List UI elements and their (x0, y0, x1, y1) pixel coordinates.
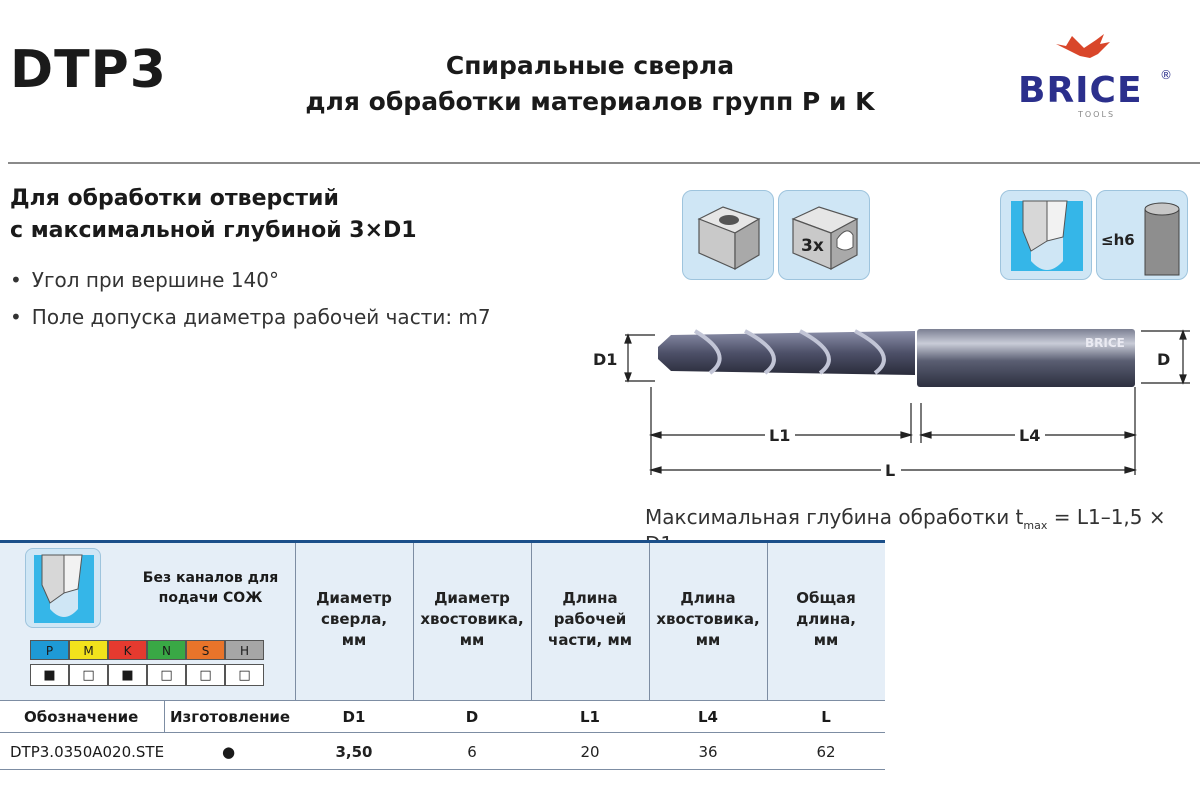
table-hline (0, 769, 885, 770)
header-line: Диаметр (316, 589, 392, 607)
row-manufacture-dot: ● (222, 743, 236, 761)
row-l4: 36 (698, 743, 718, 761)
material-s-mark: □ (186, 664, 225, 686)
code-l: L (821, 708, 831, 726)
label-d1: D1 (593, 350, 617, 369)
row-l1: 20 (580, 743, 600, 761)
depth-3x-icon: 3x (778, 190, 870, 280)
header-line: рабочей (553, 610, 627, 628)
depth-badge: 3x (801, 236, 824, 256)
drill-body: BRICE (658, 329, 1135, 387)
label-d: D (1157, 350, 1170, 369)
code-l1: L1 (580, 708, 600, 726)
table-vline (531, 543, 532, 700)
material-n-mark: □ (147, 664, 186, 686)
table-vline (413, 543, 414, 700)
specification-table: Без каналов для подачи СОЖ P M K N S H ■… (0, 540, 885, 770)
drill-point-icon (25, 548, 101, 628)
row-d1: 3,50 (335, 743, 373, 761)
logo-registered: ® (1160, 68, 1172, 82)
header-line: хвостовика, (656, 610, 760, 628)
material-m-mark: □ (69, 664, 108, 686)
header-divider (8, 162, 1200, 164)
title-line-1: Спиральные сверла (445, 51, 735, 80)
manufacture-label: Изготовление (170, 708, 291, 726)
feature-tolerance: Поле допуска диаметра рабочей части: m7 (10, 299, 491, 336)
code-d: D (465, 708, 479, 726)
column-header-l4: Длина хвостовика, мм (649, 588, 767, 651)
header-line: хвостовика, (420, 610, 524, 628)
material-p: P (30, 640, 69, 660)
drill-brand-label: BRICE (1085, 336, 1125, 350)
coolant-line-1: Без каналов для (142, 570, 279, 586)
table-vline (767, 543, 768, 700)
code-l4: L4 (698, 708, 718, 726)
coolant-line-2: подачи СОЖ (158, 590, 263, 606)
drill-drawing: BRICE D1 D L1 L4 L (593, 329, 1190, 480)
logo-word: BRICE (1018, 70, 1143, 111)
header-line: длина, (796, 610, 856, 628)
application-heading: Для обработки отверстий с максимальной г… (10, 183, 417, 247)
label-l4: L4 (1019, 426, 1040, 445)
bird-icon (1056, 34, 1110, 58)
label-l: L (885, 461, 895, 480)
header-line: мм (813, 631, 839, 649)
header-line: Длина (562, 589, 618, 607)
label-l1: L1 (769, 426, 790, 445)
title-line-2: для обработки материалов групп P и K (305, 87, 875, 116)
header-line: мм (341, 631, 367, 649)
header-line: Диаметр (434, 589, 510, 607)
table-hline (0, 700, 885, 701)
logo-subtitle: TOOLS (1078, 110, 1116, 119)
header-line: сверла, (320, 610, 388, 628)
depth-formula-text: Максимальная глубина обработки t (645, 505, 1024, 529)
material-p-mark: ■ (30, 664, 69, 686)
column-header-l1: Длина рабочей части, мм (531, 588, 649, 651)
designation-label: Обозначение (24, 708, 139, 726)
heading-line-2: с максимальной глубиной 3×D1 (10, 218, 417, 243)
header-line: мм (459, 631, 485, 649)
product-code: DTP3 (10, 40, 167, 100)
header-line: мм (695, 631, 721, 649)
heading-line-1: Для обработки отверстий (10, 186, 339, 211)
material-h: H (225, 640, 264, 660)
header-line: Длина (680, 589, 736, 607)
through-hole-icon (682, 190, 774, 280)
page-title: Спиральные сверла для обработки материал… (280, 48, 900, 120)
coolant-note: Без каналов для подачи СОЖ (138, 568, 283, 608)
table-vline (295, 543, 296, 700)
row-l: 62 (816, 743, 836, 761)
code-d1: D1 (342, 708, 366, 726)
material-h-mark: □ (225, 664, 264, 686)
feature-point-angle: Угол при вершине 140° (10, 262, 491, 299)
material-m: M (69, 640, 108, 660)
feature-list: Угол при вершине 140° Поле допуска диаме… (10, 262, 491, 336)
shank-tolerance-icon: ≤h6 (1096, 190, 1188, 280)
material-k: K (108, 640, 147, 660)
column-header-d1: Диаметр сверла, мм (295, 588, 413, 651)
table-hline (0, 732, 885, 733)
table-vline (164, 700, 165, 732)
header-line: Общая (796, 589, 856, 607)
material-k-mark: ■ (108, 664, 147, 686)
shank-tolerance-label: ≤h6 (1101, 231, 1135, 249)
point-geometry-icon (1000, 190, 1092, 280)
material-n: N (147, 640, 186, 660)
row-designation: DTP3.0350A020.STE (10, 743, 165, 761)
row-d: 6 (467, 743, 477, 761)
table-vline (649, 543, 650, 700)
material-s: S (186, 640, 225, 660)
depth-formula-subscript: max (1023, 519, 1048, 532)
table-top-border (0, 540, 885, 543)
brice-logo: BRICE ® TOOLS (1010, 28, 1180, 123)
header-line: части, мм (548, 631, 632, 649)
column-header-d: Диаметр хвостовика, мм (413, 588, 531, 651)
column-header-l: Общая длина, мм (767, 588, 885, 651)
